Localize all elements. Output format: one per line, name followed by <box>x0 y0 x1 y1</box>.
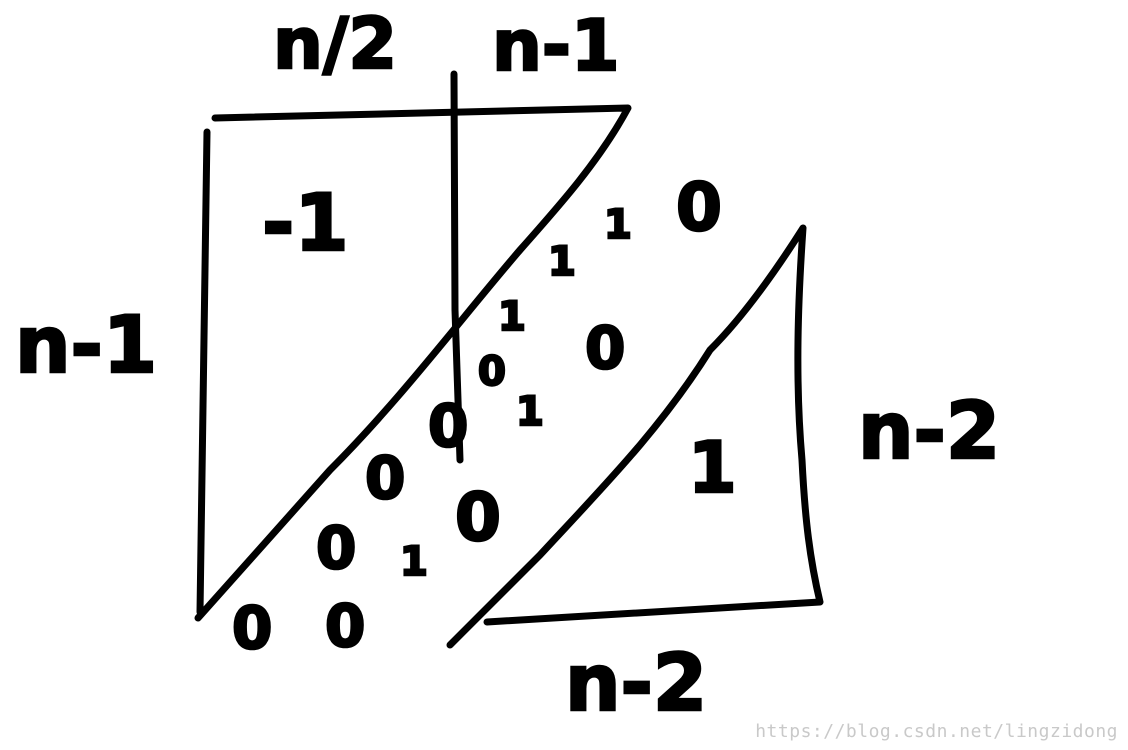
watermark: https://blog.csdn.net/lingzidong <box>755 721 1118 742</box>
band-digit: 1 <box>604 202 632 248</box>
band-digit: 0 <box>676 169 722 246</box>
band-digit: 0 <box>365 444 405 512</box>
label-top-n-minus-1: n-1 <box>492 5 620 87</box>
band-digit: 1 <box>548 239 576 285</box>
label-bottom-n-minus-2: n-2 <box>565 639 707 729</box>
band-digit: 0 <box>428 392 468 460</box>
upper-left-block-outline <box>194 104 632 622</box>
label-left-n-minus-1: n-1 <box>15 301 157 391</box>
band-digit: 1 <box>498 294 526 340</box>
band-digit: 0 <box>316 514 356 582</box>
lower-right-triangle-outline <box>446 224 824 649</box>
band-digit: 1 <box>400 539 428 585</box>
value-upper-left-block: -1 <box>262 179 349 269</box>
band-digit: 0 <box>325 592 365 660</box>
band-digit: 1 <box>516 389 544 435</box>
band-digit: 0 <box>585 314 625 382</box>
band-digit: 0 <box>478 349 506 395</box>
band-digit: 0 <box>455 479 501 556</box>
label-right-n-minus-2: n-2 <box>858 387 1000 477</box>
value-right-triangle: 1 <box>688 427 737 509</box>
label-top-n-half: n/2 <box>273 3 397 85</box>
band-digit: 0 <box>232 594 272 662</box>
n-half-divider <box>450 70 464 464</box>
